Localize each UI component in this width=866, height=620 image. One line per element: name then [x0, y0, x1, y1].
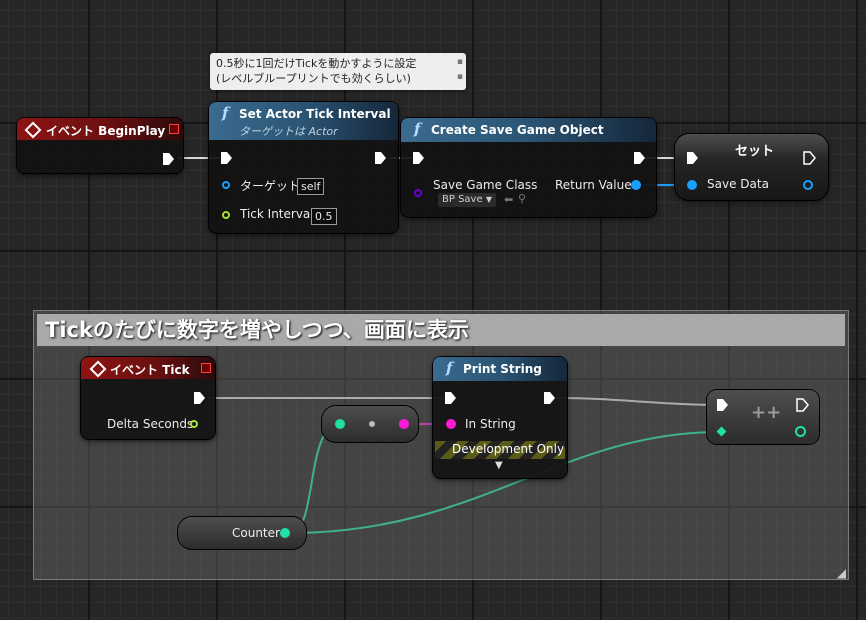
arrow-left-icon[interactable]: ⬅: [504, 193, 514, 206]
event-beginplay-title: イベント BeginPlay: [46, 124, 166, 138]
search-icon[interactable]: ⚲: [518, 192, 527, 205]
exec-wire-print-increment: [555, 397, 719, 406]
counter-variable-node[interactable]: Counter: [178, 517, 306, 549]
save-data-in-pin[interactable]: [687, 180, 697, 190]
tick-interval-field[interactable]: 0.5: [311, 208, 337, 225]
expand-arrow-icon[interactable]: ▼: [495, 460, 503, 471]
conversion-in-pin[interactable]: [335, 419, 345, 429]
int-to-string-conversion-node[interactable]: [322, 406, 418, 442]
int-wire-counter-increment: [289, 431, 721, 534]
print-string-title: Print String: [463, 362, 542, 376]
conversion-out-pin[interactable]: [399, 419, 409, 429]
chevron-down-icon: ▼: [485, 195, 492, 204]
save-game-class-dropdown[interactable]: BP Save ▼: [438, 193, 496, 207]
breakpoint-icon: [201, 363, 211, 373]
increment-out-pin[interactable]: [795, 426, 806, 437]
set-tick-subtitle: ターゲットは Actor: [239, 125, 338, 138]
target-pin[interactable]: [222, 181, 230, 189]
resize-grip-icon[interactable]: ◢: [836, 566, 846, 580]
event-diamond-icon: [89, 360, 107, 378]
delta-seconds-label: Delta Seconds: [107, 417, 194, 431]
conversion-dot-icon: [369, 421, 375, 427]
event-tick-node[interactable]: イベント Tick Delta Seconds: [81, 357, 215, 439]
target-label: ターゲット: [240, 179, 301, 193]
save-game-class-pin[interactable]: [414, 189, 422, 197]
return-value-label: Return Value: [555, 178, 632, 192]
set-tick-header: f Set Actor Tick Interval ターゲットは Actor: [209, 102, 398, 140]
comment-bubble-line1: 0.5秒に1回だけTickを動かすように設定: [216, 57, 417, 70]
in-string-pin[interactable]: [446, 419, 456, 429]
set-tick-title: Set Actor Tick Interval: [239, 107, 391, 121]
comment-group-title[interactable]: Tickのたびに数字を増やしつつ、画面に表示: [37, 314, 845, 346]
set-actor-tick-interval-node[interactable]: f Set Actor Tick Interval ターゲットは Actor タ…: [209, 102, 398, 233]
delta-seconds-pin[interactable]: [190, 420, 198, 428]
save-game-class-label: Save Game Class: [433, 178, 538, 192]
print-string-header: f Print String: [433, 357, 567, 381]
development-only-banner: Development Only: [435, 441, 565, 459]
comment-bubble-line2: (レベルブループリントでも効くらしい): [216, 72, 411, 85]
increment-symbol: ++: [751, 402, 782, 423]
tick-interval-pin[interactable]: [222, 211, 230, 219]
save-data-label: Save Data: [707, 177, 769, 191]
bubble-pin-icon[interactable]: ▪▪: [456, 57, 463, 82]
event-beginplay-node[interactable]: イベント BeginPlay: [17, 118, 183, 173]
function-icon: f: [446, 359, 453, 377]
increment-node[interactable]: ++: [707, 390, 819, 444]
set-node-title: セット: [735, 144, 775, 159]
create-save-header: f Create Save Game Object: [401, 118, 656, 142]
development-only-label: Development Only: [452, 442, 565, 456]
save-game-class-value: BP Save: [442, 194, 483, 205]
increment-in-pin[interactable]: [716, 426, 727, 437]
counter-label: Counter: [232, 526, 280, 540]
save-data-out-pin[interactable]: [803, 180, 813, 190]
tick-interval-label: Tick Interval: [240, 207, 314, 221]
create-save-game-object-node[interactable]: f Create Save Game Object Save Game Clas…: [401, 118, 656, 217]
event-tick-title: イベント Tick: [110, 363, 190, 377]
comment-bubble: 0.5秒に1回だけTickを動かすように設定 (レベルブループリントでも効くらし…: [210, 53, 466, 90]
function-icon: f: [222, 104, 229, 122]
function-icon: f: [414, 120, 421, 138]
event-diamond-icon: [24, 121, 42, 139]
event-tick-header: イベント Tick: [81, 357, 215, 379]
print-string-node[interactable]: f Print String In String Development Onl…: [433, 357, 567, 478]
set-variable-node[interactable]: セット Save Data: [675, 134, 828, 200]
breakpoint-icon: [169, 124, 179, 134]
in-string-label: In String: [465, 417, 516, 431]
return-value-pin[interactable]: [631, 180, 641, 190]
create-save-title: Create Save Game Object: [431, 123, 604, 137]
event-beginplay-header: イベント BeginPlay: [17, 118, 183, 140]
counter-out-pin[interactable]: [280, 528, 290, 538]
target-value[interactable]: self: [297, 178, 325, 195]
